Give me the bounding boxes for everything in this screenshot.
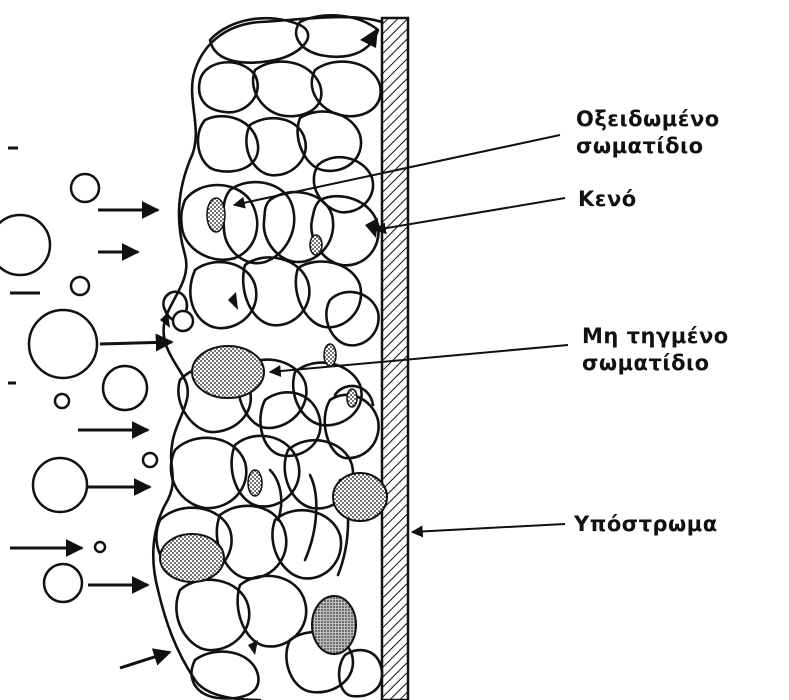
label-oxidized-particle-line2: σωματίδιο — [576, 133, 704, 159]
label-unmelted-particle-line2: σωματίδιο — [582, 350, 710, 376]
label-oxidized-particle-line1: Οξειδωμένο — [576, 106, 720, 132]
label-unmelted-particle-line1: Μη τηγμένο — [582, 323, 729, 349]
coating-splats — [153, 15, 382, 700]
incoming-droplets — [0, 174, 193, 602]
spray-arrows — [10, 210, 172, 668]
label-substrate: Υπόστρωμα — [574, 511, 718, 537]
label-void: Κενό — [578, 186, 637, 212]
